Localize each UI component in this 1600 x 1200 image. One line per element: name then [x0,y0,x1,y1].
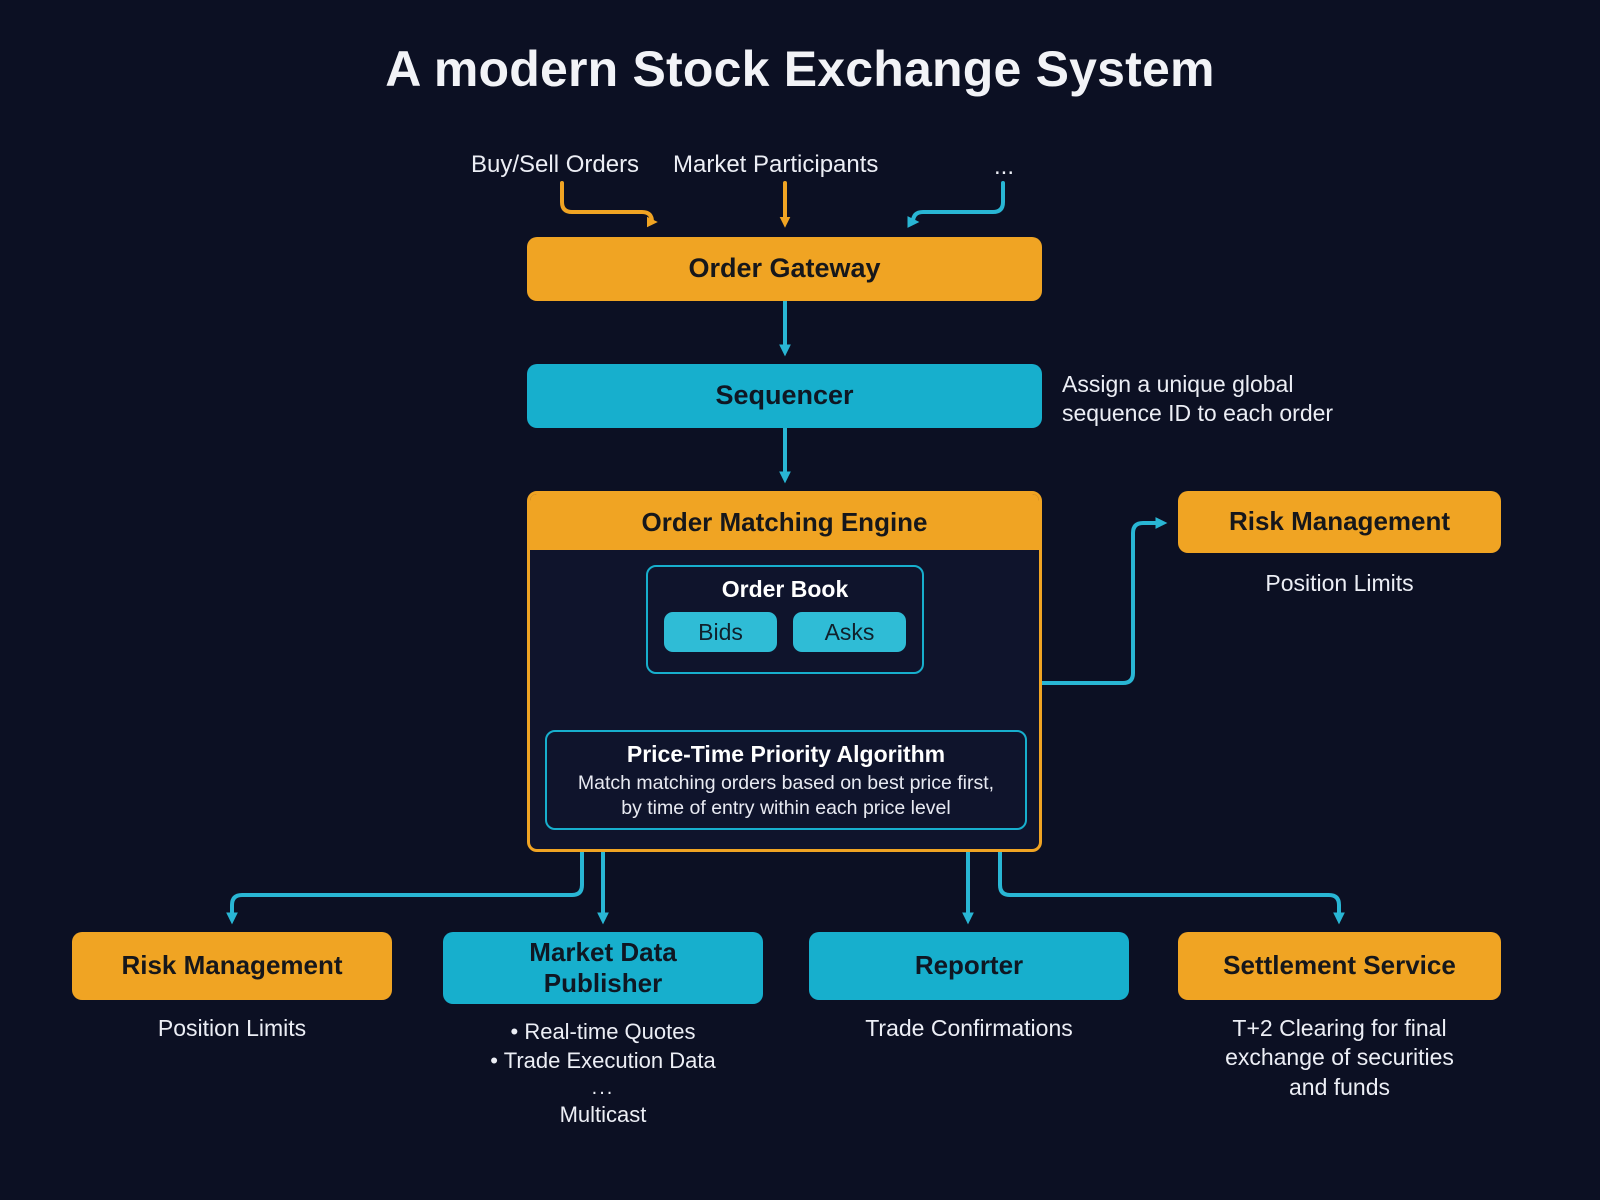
caption-market-data-publisher: • Real-time Quotes • Trade Execution Dat… [443,1018,763,1130]
node-order-book-label: Order Book [721,576,849,602]
caption-risk-management-bottom: Position Limits [157,1015,307,1041]
sequencer-note: Assign a unique global sequence ID to ea… [1062,371,1334,426]
node-order-matching-engine-header: Order Matching Engine [530,494,1039,550]
node-risk-management-bottom[interactable]: Risk Management [72,932,392,1000]
bullet-ellipsis: ... [591,1077,615,1100]
node-reporter[interactable]: Reporter [809,932,1129,1000]
node-order-gateway-label: Order Gateway [688,253,881,284]
node-risk-management-right[interactable]: Risk Management [1178,491,1501,553]
caption-reporter: Trade Confirmations [865,1015,1073,1041]
node-order-book[interactable]: Order Book Bids Asks [646,565,924,674]
chip-bids[interactable]: Bids [664,612,777,652]
price-time-priority-label: Price-Time Priority Algorithm [626,741,946,767]
connector-matching-engine-to-risk-management-right [1040,517,1168,685]
connector-other-inputs-to-gateway [907,181,1005,229]
connector-buy-sell-orders-to-gateway [560,181,658,228]
node-order-matching-engine-label: Order Matching Engine [641,506,928,537]
price-time-priority-description: Match matching orders based on best pric… [577,772,995,819]
node-sequencer[interactable]: Sequencer [527,364,1042,428]
node-sequencer-label: Sequencer [715,380,854,411]
node-market-data-publisher[interactable]: Market Data Publisher [443,932,763,1004]
node-reporter-label: Reporter [914,950,1024,981]
bullet-trade-execution-data: • Trade Execution Data [490,1047,716,1073]
bullet-real-time-quotes: • Real-time Quotes [510,1019,696,1044]
connector-matching-engine-to-settlement-service [998,850,1345,925]
caption-settlement-service: T+2 Clearing for final exchange of secur… [1225,1015,1454,1100]
node-settlement-service[interactable]: Settlement Service [1178,932,1501,1000]
order-book-chips: Bids Asks [648,612,922,652]
input-label-market-participants: Market Participants [673,151,879,178]
input-label-buy-sell-orders: Buy/Sell Orders [471,151,640,178]
bullet-multicast: Multicast [559,1102,647,1128]
node-order-matching-engine[interactable]: Order Matching Engine Order Book Bids As… [527,491,1042,852]
node-market-data-publisher-label-line2: Publisher [543,968,663,998]
input-label-ellipsis: ... [994,153,1015,180]
connector-matching-engine-to-risk-management-bottom [226,850,584,925]
chip-asks[interactable]: Asks [793,612,906,652]
node-price-time-priority-algorithm[interactable]: Price-Time Priority Algorithm Match matc… [545,730,1027,830]
node-risk-management-right-label: Risk Management [1228,506,1451,537]
node-market-data-publisher-label-line1: Market Data [529,936,677,967]
caption-risk-management-right: Position Limits [1265,570,1414,596]
node-settlement-service-label: Settlement Service [1223,950,1456,981]
node-risk-management-bottom-label: Risk Management [121,950,343,981]
node-order-gateway[interactable]: Order Gateway [527,237,1042,301]
page-title: A modern Stock Exchange System [385,41,1215,97]
